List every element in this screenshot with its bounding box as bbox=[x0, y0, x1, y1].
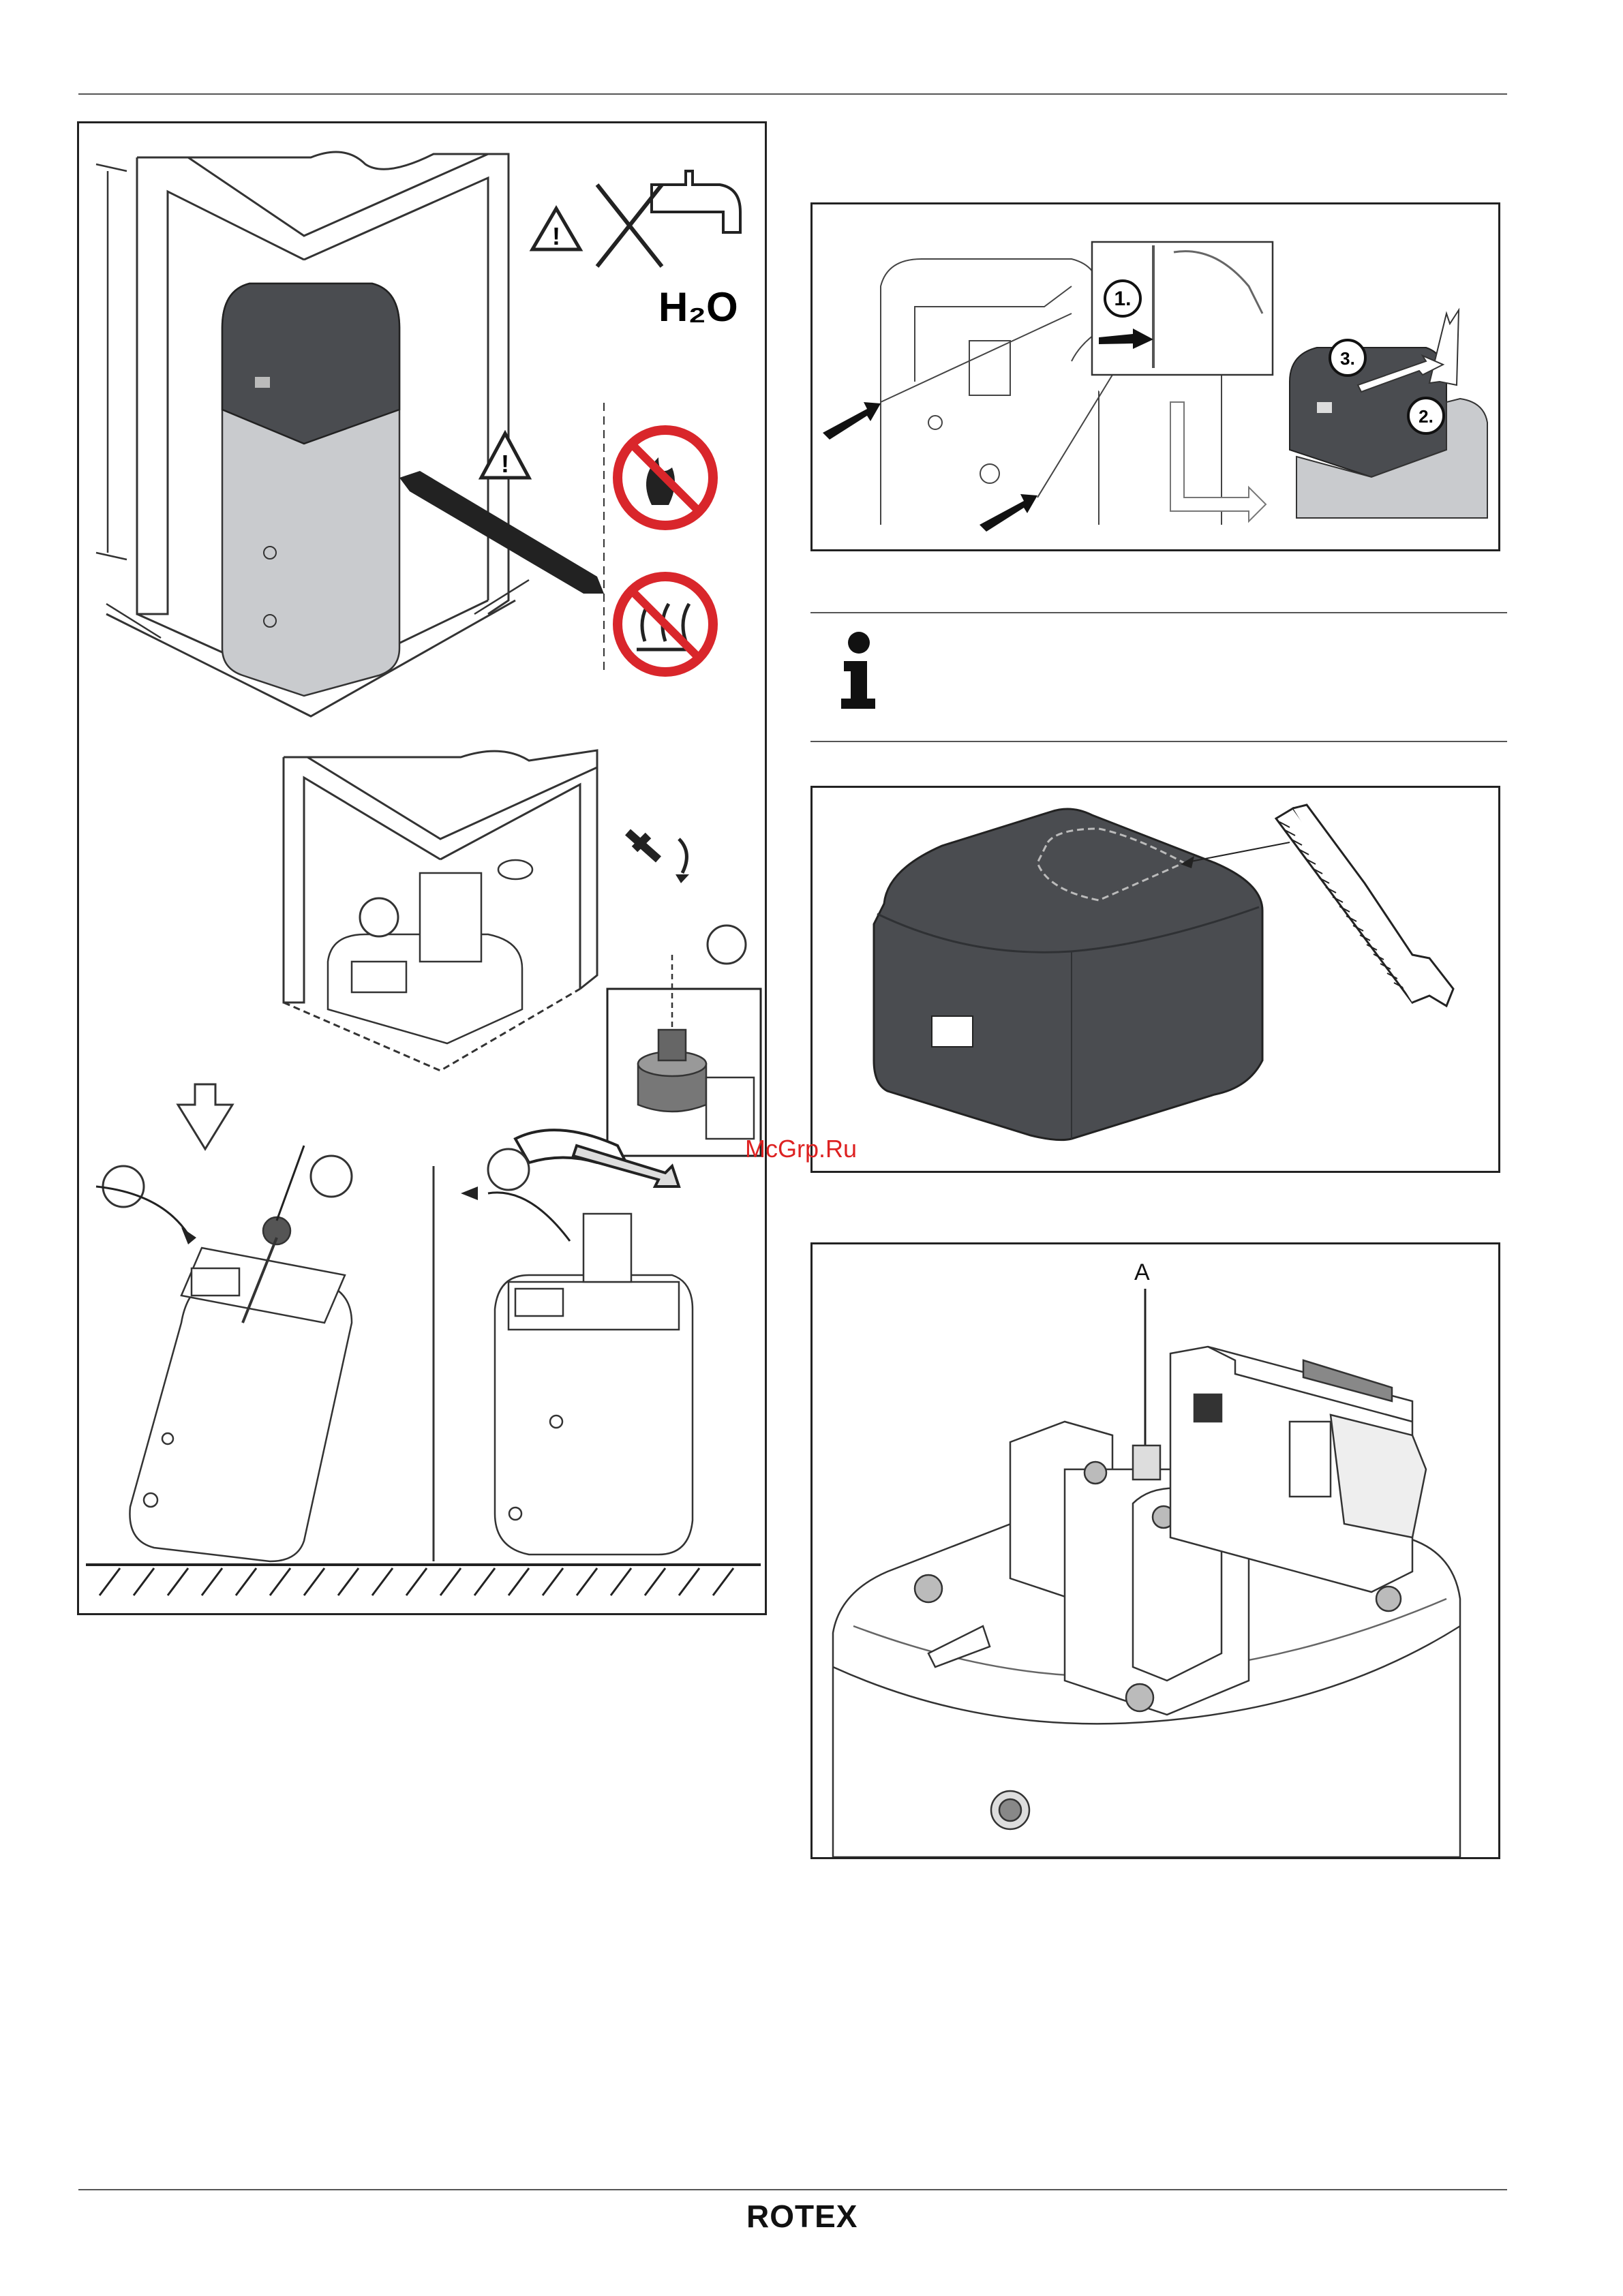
svg-text:!: ! bbox=[501, 450, 509, 478]
mini-unit-top bbox=[328, 860, 532, 1043]
push-arrow bbox=[823, 402, 881, 440]
header-rule bbox=[78, 93, 1507, 95]
upright-unit bbox=[495, 1214, 693, 1555]
brand-logo: ROTEX bbox=[746, 2198, 858, 2235]
lifted-cover bbox=[1290, 348, 1487, 518]
installation-illustration: ! H₂O ! bbox=[79, 123, 765, 1613]
clearance-warning: ! bbox=[399, 123, 604, 594]
footer-rule bbox=[78, 2189, 1507, 2190]
step-label-2: 2. bbox=[1419, 406, 1434, 427]
callout-circle bbox=[488, 1149, 529, 1190]
down-arrow bbox=[178, 1084, 232, 1149]
step-label-1: 1. bbox=[1114, 288, 1131, 310]
hydraulic-unit-panel: A bbox=[810, 1242, 1500, 1859]
heat-pump-unit bbox=[222, 284, 399, 696]
step-label-3: 3. bbox=[1340, 348, 1355, 369]
cover-display-window bbox=[932, 1016, 973, 1047]
hydraulic-unit-illustration bbox=[813, 1244, 1498, 1857]
info-box-top-rule bbox=[810, 612, 1507, 613]
curved-arrow bbox=[488, 1193, 570, 1241]
wrench-rotate-icon bbox=[628, 832, 689, 883]
cover-removal-panel: 1. 3. 2. bbox=[810, 202, 1500, 551]
no-fire-sign bbox=[618, 430, 713, 525]
h2o-label: H₂O bbox=[658, 284, 738, 330]
info-icon bbox=[832, 630, 886, 712]
cover-cut-panel bbox=[810, 786, 1500, 1173]
no-heat-sign bbox=[618, 577, 713, 672]
callout-circle bbox=[360, 898, 398, 936]
callout-circle bbox=[708, 925, 746, 964]
saw-icon bbox=[1276, 805, 1453, 1006]
info-box-bottom-rule bbox=[810, 741, 1507, 742]
callout-circle bbox=[311, 1156, 352, 1197]
tilted-unit bbox=[130, 1217, 352, 1561]
callout-circle bbox=[103, 1166, 144, 1207]
floor-hatching bbox=[100, 1568, 733, 1595]
installation-figure-panel: ! H₂O ! bbox=[77, 121, 767, 1615]
cover-removal-illustration: 1. 3. 2. bbox=[813, 204, 1498, 549]
no-water-warning: ! H₂O bbox=[532, 171, 740, 330]
watermark: McGrp.Ru bbox=[745, 1135, 857, 1163]
cover-cut-illustration bbox=[813, 788, 1498, 1171]
svg-text:!: ! bbox=[552, 222, 560, 250]
